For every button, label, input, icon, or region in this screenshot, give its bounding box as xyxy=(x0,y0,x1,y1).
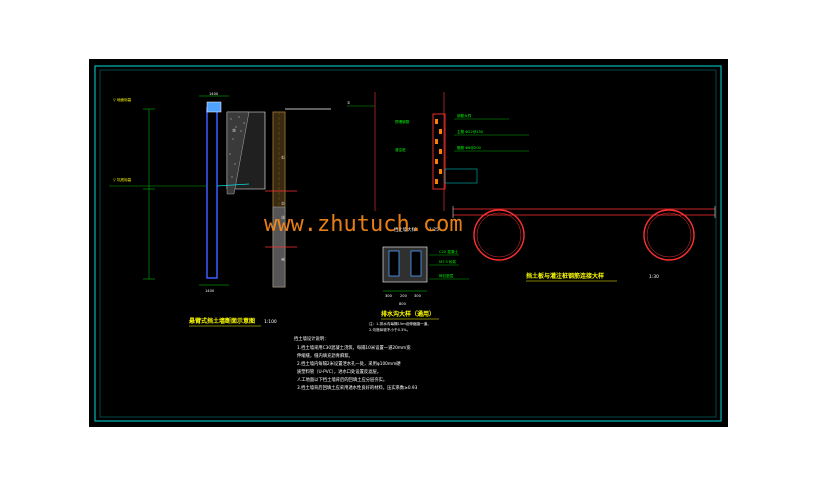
wall-cap xyxy=(206,101,222,113)
svg-text:箍筋 Φ8@200: 箍筋 Φ8@200 xyxy=(457,145,482,150)
plan-caption: 挡土墙大样 xyxy=(394,226,417,233)
drawing-inner-frame xyxy=(99,69,717,418)
pile-circle-left xyxy=(473,209,525,261)
svg-text:▽ 坑底标高: ▽ 坑底标高 xyxy=(113,177,132,182)
connection-scale: 1:30 xyxy=(649,274,659,280)
marker-1: ① xyxy=(281,155,285,161)
dim-bottom: 1400 xyxy=(205,289,215,293)
dim-plan-c: 300 xyxy=(414,294,422,298)
note-line-4: 质塑料管（U-PVC），进水口处设置反滤层。 xyxy=(297,368,381,375)
dim-plan-b: 200 xyxy=(400,294,408,298)
drain-pipe xyxy=(216,183,250,187)
svg-text:C20 混凝土: C20 混凝土 xyxy=(439,249,458,254)
marker-2: ② xyxy=(281,201,285,207)
svg-text:碎石垫层: 碎石垫层 xyxy=(439,273,454,278)
marker-3: ③ xyxy=(281,215,285,221)
dim-plan-total: 800 xyxy=(399,302,407,306)
pile-circle-right xyxy=(643,209,695,261)
svg-text:2.沟底纵坡不小于0.3%。: 2.沟底纵坡不小于0.3%。 xyxy=(369,327,410,332)
watermark: www.zhutuch.com xyxy=(264,212,463,237)
cad-drawing: ▽ 地面标高 ▽ 坑底标高 1400 1400 ① ② ③ ④ ⑤ 悬臂式挡土墙… xyxy=(94,65,722,422)
notes-title: 挡土墙设计说明： xyxy=(294,335,328,342)
svg-text:②: ② xyxy=(347,101,350,105)
note-line-3: 2.挡土墙内每隔2米设置泄水孔一处，采用φ100mm硬 xyxy=(297,360,401,367)
design-notes: 挡土墙设计说明： 1.挡土墙采用C30混凝土浇筑，每隔10米设置一道20mm宽 … xyxy=(294,335,418,391)
marker-5: ⑤ xyxy=(232,128,236,134)
dim-plan-a: 300 xyxy=(385,294,393,298)
svg-text:灌注桩: 灌注桩 xyxy=(395,147,406,152)
retaining-wall-stem xyxy=(206,107,218,279)
svg-text:M7.5 砂浆: M7.5 砂浆 xyxy=(439,259,457,264)
svg-text:▽ 地面标高: ▽ 地面标高 xyxy=(113,97,132,102)
wall-section-view: ▽ 地面标高 ▽ 坑底标高 1400 1400 ① ② ③ ④ ⑤ 悬臂式挡土墙… xyxy=(109,92,331,327)
note-line-5: 人工地面以下挡土墙背后的回填土应分层夯实。 xyxy=(297,376,387,383)
svg-text:预埋钢筋: 预埋钢筋 xyxy=(395,119,410,124)
note-line-2: 伸缩缝，缝内填充沥青麻絮。 xyxy=(297,352,353,359)
svg-text:注：1.排水沟每隔15m设伸缩缝一道。: 注：1.排水沟每隔15m设伸缩缝一道。 xyxy=(369,321,431,326)
plan-scale: 1:25 xyxy=(429,227,439,233)
pile-plan-detail: 钢筋大样 主筋 Φ22@150 箍筋 Φ8@200 预埋钢筋 灌注桩 ② 挡土墙… xyxy=(347,92,529,233)
drain-caption: 排水沟大样（通用） xyxy=(381,310,435,318)
marker-4: ④ xyxy=(281,257,285,263)
drain-ditch-detail: C20 混凝土 M7.5 砂浆 碎石垫层 300 200 300 800 排水沟… xyxy=(369,246,469,332)
section-caption: 悬臂式挡土墙断面示意图 xyxy=(188,317,255,325)
connection-detail: 挡土板与灌注桩钢筋连接大样 1:30 xyxy=(452,206,716,282)
note-line-6: 3.挡土墙背后回填土应采用透水性良好的材料，压实系数≥0.93 xyxy=(297,384,418,391)
svg-text:钢筋大样: 钢筋大样 xyxy=(457,113,472,118)
connection-caption: 挡土板与灌注桩钢筋连接大样 xyxy=(526,272,604,280)
section-scale: 1:100 xyxy=(264,319,277,325)
svg-text:主筋 Φ22@150: 主筋 Φ22@150 xyxy=(457,129,484,134)
cad-drawing-canvas: ▽ 地面标高 ▽ 坑底标高 1400 1400 ① ② ③ ④ ⑤ 悬臂式挡土墙… xyxy=(89,59,728,427)
drawing-frame xyxy=(94,65,722,422)
note-line-1: 1.挡土墙采用C30混凝土浇筑，每隔10米设置一道20mm宽 xyxy=(297,344,411,351)
dim-top: 1400 xyxy=(209,92,219,96)
